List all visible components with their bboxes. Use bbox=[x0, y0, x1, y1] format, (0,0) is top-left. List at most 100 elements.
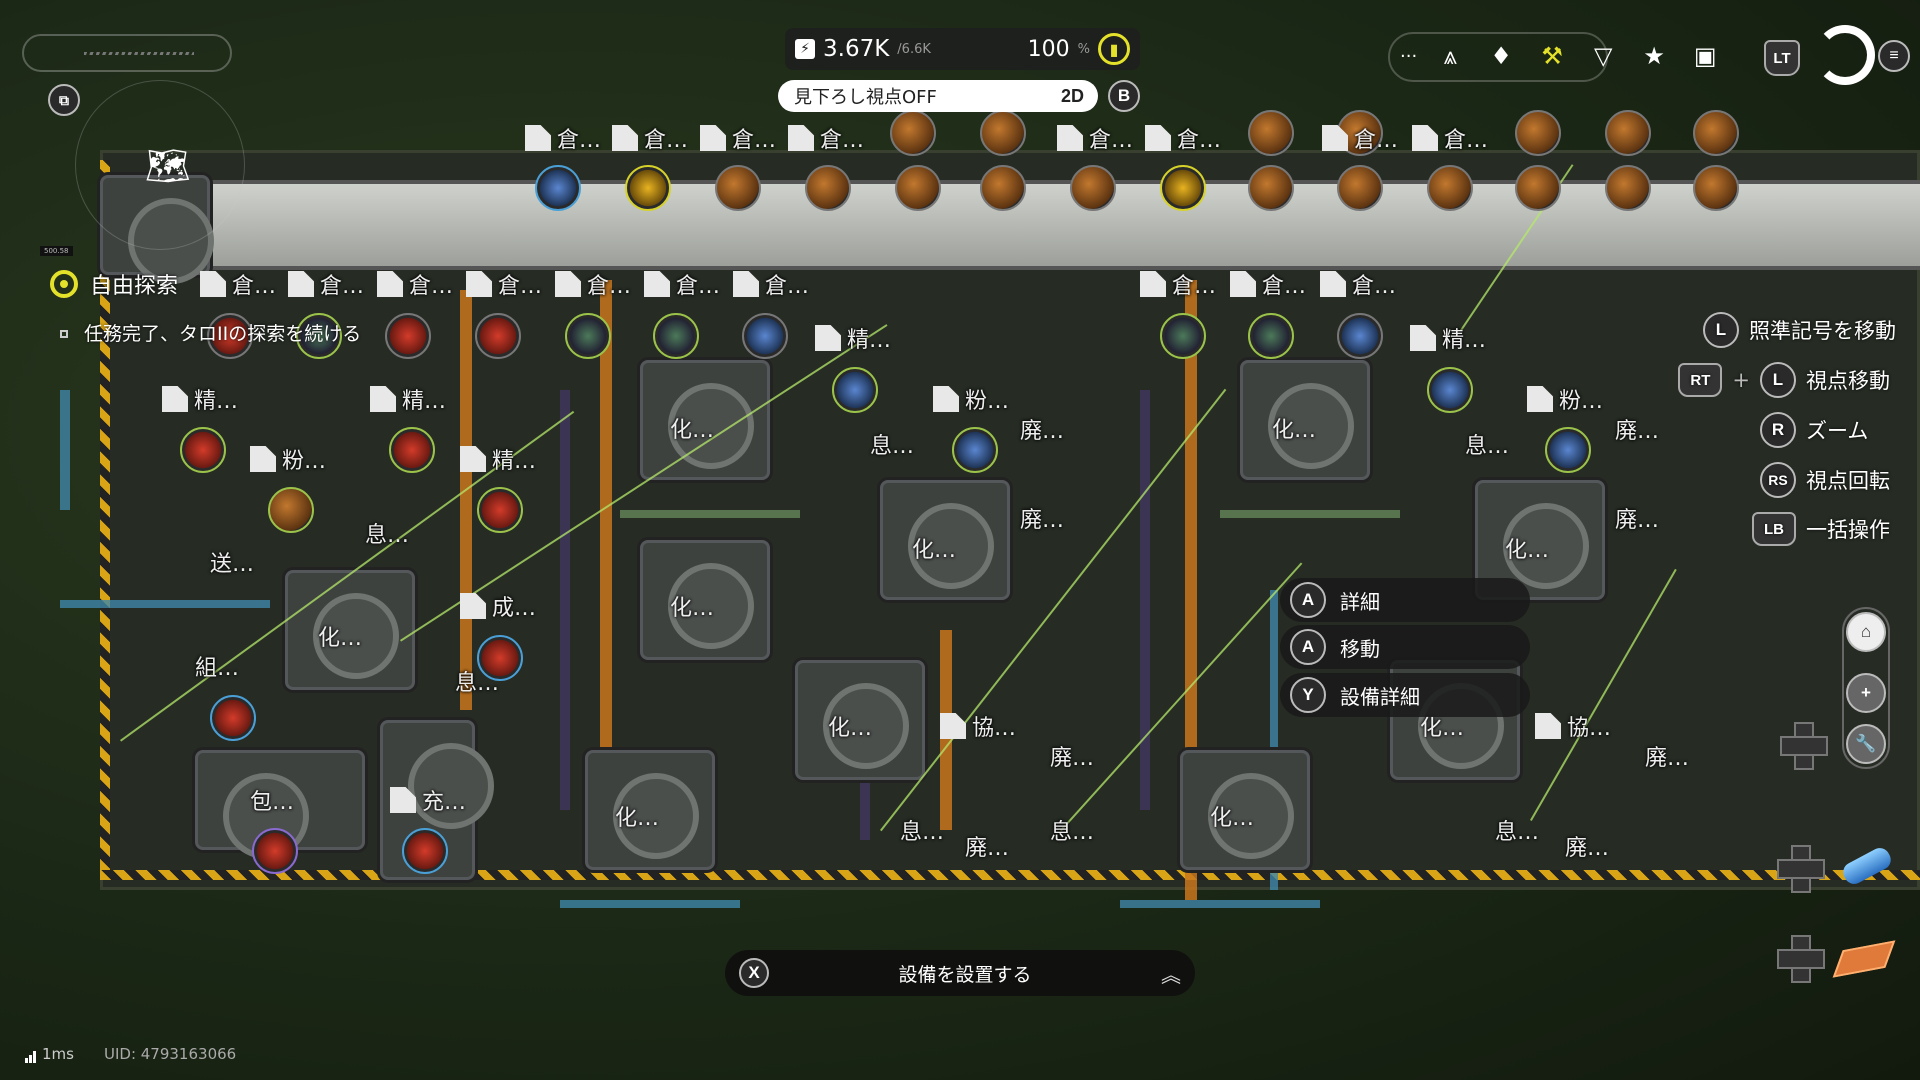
item-slot[interactable] bbox=[402, 828, 448, 874]
item-slot[interactable] bbox=[477, 635, 523, 681]
menu-item-equipment-details[interactable]: Y 設備詳細 bbox=[1280, 673, 1530, 717]
item-slot[interactable] bbox=[1515, 110, 1561, 156]
item-slot[interactable] bbox=[742, 313, 788, 359]
refinery-label[interactable]: 精… bbox=[815, 322, 891, 354]
diamond-person-icon[interactable]: ♦ bbox=[1490, 42, 1512, 70]
view-toggle-key[interactable]: B bbox=[1108, 80, 1140, 112]
rest-label[interactable]: 息… bbox=[1050, 814, 1094, 846]
window-switch-icon[interactable]: ⧉ bbox=[48, 84, 80, 116]
storage-label[interactable]: 倉… bbox=[612, 122, 688, 154]
grinder-label[interactable]: 粉… bbox=[1527, 383, 1603, 415]
refinery-label[interactable]: 精… bbox=[162, 383, 238, 415]
chem-label[interactable]: 化… bbox=[912, 532, 956, 564]
storage-label[interactable]: 倉… bbox=[1145, 122, 1221, 154]
chem-plant[interactable] bbox=[1240, 360, 1370, 480]
chem-label[interactable]: 化… bbox=[1505, 532, 1549, 564]
item-slot[interactable] bbox=[385, 313, 431, 359]
item-slot[interactable] bbox=[252, 828, 298, 874]
tower-icon[interactable]: ⩓ bbox=[1443, 42, 1457, 70]
item-slot[interactable] bbox=[625, 165, 671, 211]
storage-label[interactable]: 倉… bbox=[1230, 268, 1306, 300]
grinder-label[interactable]: 粉… bbox=[933, 383, 1009, 415]
chem-plant[interactable] bbox=[880, 480, 1010, 600]
waste-label[interactable]: 廃… bbox=[1020, 502, 1064, 534]
waste-label[interactable]: 廃… bbox=[1645, 740, 1689, 772]
waste-label[interactable]: 廃… bbox=[1020, 413, 1064, 445]
item-slot[interactable] bbox=[1545, 427, 1591, 473]
item-slot[interactable] bbox=[475, 313, 521, 359]
sender-label[interactable]: 送… bbox=[210, 546, 254, 578]
chem-plant[interactable] bbox=[640, 540, 770, 660]
more-icon[interactable]: ··· bbox=[1400, 45, 1418, 67]
menu-icon[interactable]: ≡ bbox=[1878, 40, 1910, 72]
item-slot[interactable] bbox=[1427, 165, 1473, 211]
item-slot[interactable] bbox=[268, 487, 314, 533]
storage-label[interactable]: 倉… bbox=[525, 122, 601, 154]
rest-label[interactable]: 息… bbox=[870, 428, 914, 460]
chem-label[interactable]: 化… bbox=[1420, 710, 1464, 742]
wrench-badge-icon[interactable]: ⚒ bbox=[1541, 42, 1563, 70]
rest-label[interactable]: 息… bbox=[455, 665, 499, 697]
item-slot[interactable] bbox=[952, 427, 998, 473]
former-label[interactable]: 成… bbox=[460, 590, 536, 622]
rest-label[interactable]: 息… bbox=[365, 517, 409, 549]
waste-label[interactable]: 廃… bbox=[965, 830, 1009, 862]
rest-label[interactable]: 息… bbox=[900, 814, 944, 846]
waste-label[interactable]: 廃… bbox=[1615, 502, 1659, 534]
item-slot[interactable] bbox=[477, 487, 523, 533]
refinery-label[interactable]: 精… bbox=[460, 443, 536, 475]
chem-plant[interactable] bbox=[585, 750, 715, 870]
packager-label[interactable]: 包… bbox=[250, 784, 294, 816]
item-slot[interactable] bbox=[389, 427, 435, 473]
expand-up-icon[interactable]: ︽ bbox=[1161, 962, 1181, 987]
item-slot[interactable] bbox=[296, 313, 342, 359]
power-panel[interactable]: ⚡ 3.67K /6.6K 100 % ▮ bbox=[785, 28, 1140, 70]
storage-label[interactable]: 倉… bbox=[700, 122, 776, 154]
waste-label[interactable]: 廃… bbox=[1565, 830, 1609, 862]
refinery-label[interactable]: 精… bbox=[370, 383, 446, 415]
item-slot[interactable] bbox=[1427, 367, 1473, 413]
storage-label[interactable]: 倉… bbox=[1412, 122, 1488, 154]
item-slot[interactable] bbox=[1605, 110, 1651, 156]
storage-label[interactable]: 倉… bbox=[466, 268, 542, 300]
grinder-label[interactable]: 粉… bbox=[250, 443, 326, 475]
storage-label[interactable]: 倉… bbox=[555, 268, 631, 300]
storage-label[interactable]: 倉… bbox=[200, 268, 276, 300]
chem-label[interactable]: 化… bbox=[318, 620, 362, 652]
storage-label[interactable]: 倉… bbox=[1322, 122, 1398, 154]
item-slot[interactable] bbox=[1070, 165, 1116, 211]
item-slot[interactable] bbox=[1337, 313, 1383, 359]
assembler-label[interactable]: 組… bbox=[195, 650, 239, 682]
item-slot[interactable] bbox=[653, 313, 699, 359]
map-search-icon[interactable]: 🗺 bbox=[145, 146, 191, 187]
item-slot[interactable] bbox=[180, 427, 226, 473]
item-slot[interactable] bbox=[1605, 165, 1651, 211]
item-slot[interactable] bbox=[207, 313, 253, 359]
storage-label[interactable]: 倉… bbox=[644, 268, 720, 300]
storage-label[interactable]: 倉… bbox=[288, 268, 364, 300]
rest-label[interactable]: 息… bbox=[1465, 428, 1509, 460]
item-slot[interactable] bbox=[715, 165, 761, 211]
storage-label[interactable]: 倉… bbox=[1140, 268, 1216, 300]
item-slot[interactable] bbox=[1248, 313, 1294, 359]
item-slot[interactable] bbox=[980, 110, 1026, 156]
minimap[interactable] bbox=[75, 80, 245, 250]
chem-label[interactable]: 化… bbox=[615, 800, 659, 832]
chem-plant[interactable] bbox=[1180, 750, 1310, 870]
item-slot[interactable] bbox=[1160, 313, 1206, 359]
item-slot[interactable] bbox=[1693, 110, 1739, 156]
storage-label[interactable]: 倉… bbox=[733, 268, 809, 300]
refinery-label[interactable]: 精… bbox=[1410, 322, 1486, 354]
menu-item-move[interactable]: A 移動 bbox=[1280, 625, 1530, 669]
menu-item-details[interactable]: A 詳細 bbox=[1280, 578, 1530, 622]
storage-label[interactable]: 倉… bbox=[1320, 268, 1396, 300]
item-slot[interactable] bbox=[1515, 165, 1561, 211]
storage-label[interactable]: 倉… bbox=[788, 122, 864, 154]
charger-label[interactable]: 充… bbox=[390, 784, 466, 816]
item-slot[interactable] bbox=[1248, 165, 1294, 211]
item-slot[interactable] bbox=[890, 110, 936, 156]
chem-label[interactable]: 化… bbox=[828, 710, 872, 742]
view-toggle[interactable]: 見下ろし視点OFF 2D bbox=[778, 80, 1098, 112]
item-slot[interactable] bbox=[1337, 165, 1383, 211]
item-slot[interactable] bbox=[895, 165, 941, 211]
